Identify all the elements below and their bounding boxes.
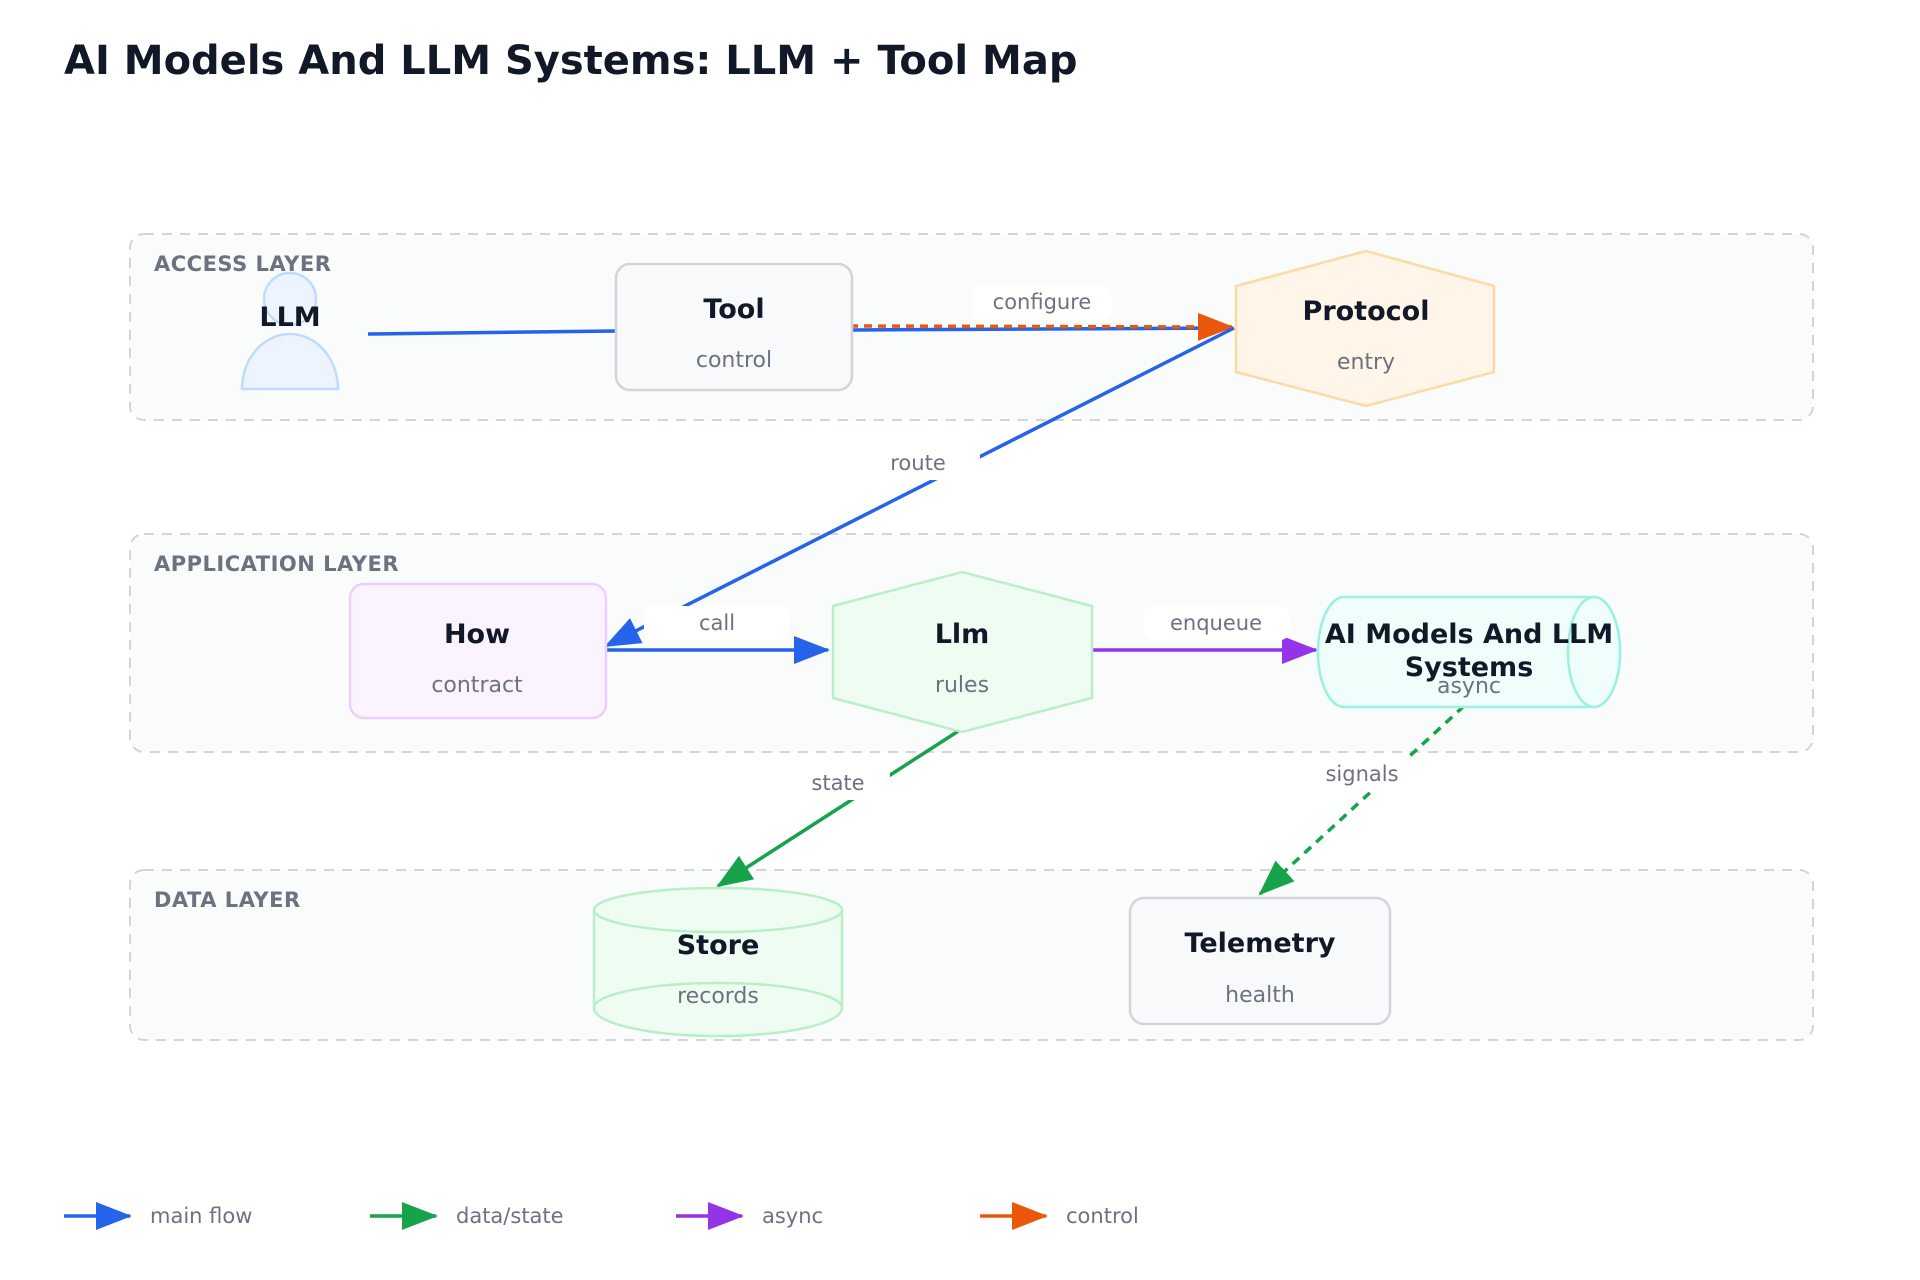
edge-tool-protocol-control xyxy=(849,312,1234,341)
node-protocol[interactable]: Protocol entry xyxy=(1234,249,1496,408)
node-ai-models-title-line1: AI Models And LLM xyxy=(1325,619,1613,650)
node-tool-subtitle: control xyxy=(696,348,772,373)
legend-item-control: control xyxy=(980,1202,1139,1230)
node-ai-models-subtitle: async xyxy=(1437,674,1501,699)
node-llm[interactable]: LLM xyxy=(240,271,340,391)
access-layer-label: ACCESS LAYER xyxy=(154,252,331,276)
legend-item-data-state: data/state xyxy=(370,1202,564,1230)
node-how-title: How xyxy=(444,619,510,650)
legend: main flow data/state async control xyxy=(64,1202,1139,1230)
data-layer: DATA LAYER xyxy=(129,869,1814,1041)
node-tool-title: Tool xyxy=(703,294,764,325)
svg-text:call: call xyxy=(699,611,735,635)
application-layer-label: APPLICATION LAYER xyxy=(154,552,399,576)
node-telemetry[interactable]: Telemetry health xyxy=(1128,896,1392,1026)
node-llm-rules[interactable]: Llm rules xyxy=(831,570,1094,734)
node-tool[interactable]: Tool control xyxy=(614,262,854,392)
svg-text:state: state xyxy=(811,771,864,795)
node-llm-rules-title: Llm xyxy=(935,619,990,650)
svg-text:configure: configure xyxy=(993,290,1092,314)
node-ai-models[interactable]: AI Models And LLM Systems async xyxy=(1316,595,1622,709)
node-protocol-title: Protocol xyxy=(1303,296,1430,327)
node-store-subtitle: records xyxy=(677,984,759,1009)
svg-text:route: route xyxy=(890,451,945,475)
edge-label-enqueue: enqueue xyxy=(1144,606,1290,640)
edge-label-state: state xyxy=(790,766,890,800)
legend-label-async: async xyxy=(762,1204,823,1228)
edge-llm-tool xyxy=(367,329,617,336)
edge-label-route: route xyxy=(876,446,980,480)
edge-label-signals: signals xyxy=(1308,758,1416,792)
page-title: AI Models And LLM Systems: LLM + Tool Ma… xyxy=(64,38,1077,84)
node-llm-rules-subtitle: rules xyxy=(935,673,989,698)
person-icon xyxy=(262,271,318,327)
svg-text:signals: signals xyxy=(1325,762,1398,786)
edge-label-call: call xyxy=(644,606,790,640)
edge-protocol-how xyxy=(604,326,1235,648)
legend-item-main-flow: main flow xyxy=(64,1202,252,1230)
legend-label-data-state: data/state xyxy=(456,1204,564,1228)
edge-llm-store xyxy=(716,728,961,888)
legend-label-main-flow: main flow xyxy=(150,1204,252,1228)
node-protocol-subtitle: entry xyxy=(1337,350,1395,375)
node-store-title: Store xyxy=(677,930,760,961)
edge-aimodels-telemetry xyxy=(1258,704,1466,896)
edge-tool-protocol-main xyxy=(849,326,1233,332)
node-telemetry-title: Telemetry xyxy=(1185,928,1336,959)
node-store[interactable]: Store records xyxy=(592,886,844,1038)
legend-item-async: async xyxy=(676,1202,823,1230)
svg-text:enqueue: enqueue xyxy=(1170,611,1262,635)
edge-label-configure: configure xyxy=(972,286,1112,320)
access-layer: ACCESS LAYER xyxy=(129,233,1814,421)
legend-label-control: control xyxy=(1066,1204,1139,1228)
node-ai-models-title-line2: Systems xyxy=(1405,652,1534,683)
node-llm-title: LLM xyxy=(259,302,320,333)
node-how-subtitle: contract xyxy=(431,673,523,698)
data-layer-label: DATA LAYER xyxy=(154,888,301,912)
node-telemetry-subtitle: health xyxy=(1225,983,1295,1008)
node-how[interactable]: How contract xyxy=(348,582,608,720)
